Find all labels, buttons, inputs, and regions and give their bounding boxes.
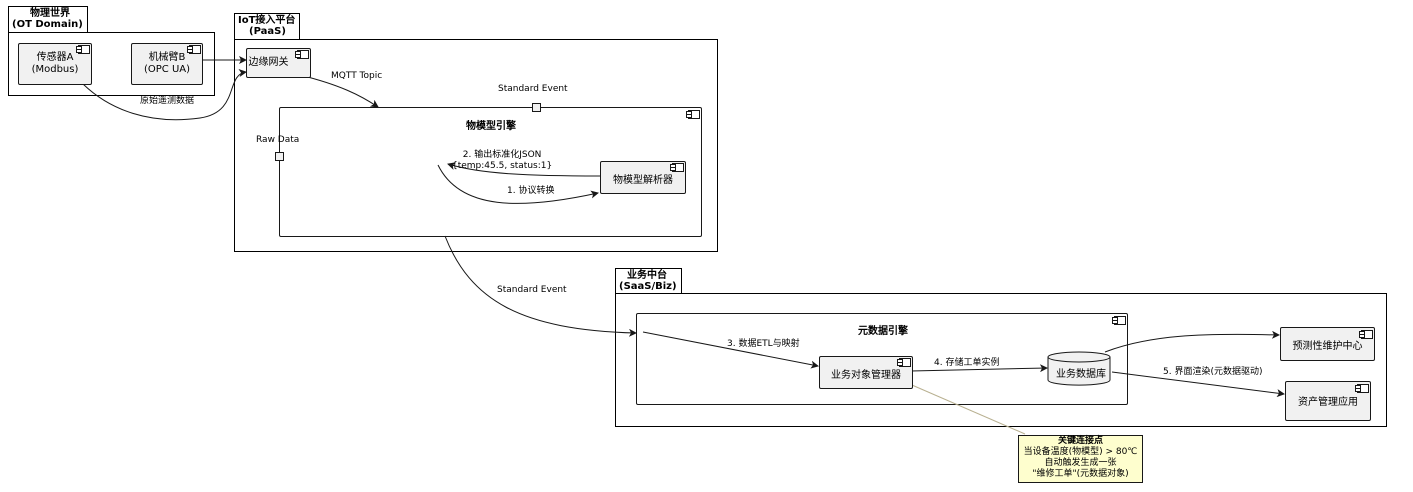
database-label: 业务数据库 (1056, 369, 1106, 380)
component-icon (897, 358, 911, 367)
package-title: IoT接入平台 (238, 15, 296, 26)
package-tab-physical-world: 物理世界 (OT Domain) (8, 6, 88, 32)
component-icon (1359, 330, 1373, 339)
edge-label-output-json: 2. 输出标准化JSON {temp:45.5, status:1} (452, 150, 552, 172)
component-icon (76, 45, 90, 54)
package-tab-iot-platform: IoT接入平台 (PaaS) (234, 13, 301, 39)
package-subtitle: (SaaS/Biz) (619, 281, 677, 292)
edge-output-json (447, 162, 601, 177)
component-icon (1112, 316, 1126, 325)
package-subtitle: (OT Domain) (12, 19, 83, 30)
edge-raw-telemetry (82, 69, 247, 121)
component-label: 物模型解析器 (613, 174, 673, 186)
database-cylinder (1047, 351, 1111, 386)
edge-standard-event (444, 235, 637, 337)
component-icon (670, 163, 684, 172)
edge-label-mqtt: MQTT Topic (331, 71, 383, 81)
edge-label-store: 4. 存储工单实例 (934, 358, 1000, 368)
port-standard-event[interactable] (532, 103, 541, 112)
edge-label-output-json-line1: 2. 输出标准化JSON (462, 150, 542, 160)
component-label: 边缘网关 (248, 57, 289, 68)
edge-render (1111, 371, 1285, 398)
edge-label-output-json-line2: {temp:45.5, status:1} (452, 161, 553, 171)
component-label: 机械臂B (148, 52, 186, 63)
port-raw-data[interactable] (275, 152, 284, 161)
note-line: 自动触发生成一张 (1044, 458, 1117, 468)
edge-store (910, 364, 1048, 373)
package-title: 物理世界 (30, 8, 70, 19)
edge-label-protocol-convert: 1. 协议转换 (507, 186, 555, 196)
edge-label-render: 5. 界面渲染(元数据驱动) (1163, 367, 1263, 377)
component-label: 资产管理应用 (1298, 397, 1358, 408)
note-line: "维修工单"(元数据对象) (1032, 469, 1129, 479)
package-tab-business-platform: 业务中台 (SaaS/Biz) (615, 268, 682, 294)
port-label-raw-data: Raw Data (256, 135, 300, 145)
note-key-connection-point: 关键连接点 当设备温度(物模型) > 80℃ 自动触发生成一张 "维修工单"(元… (1018, 435, 1143, 483)
edge-label-etl: 3. 数据ETL与映射 (727, 339, 800, 349)
component-icon (1355, 384, 1369, 393)
note-connector (904, 381, 1026, 435)
edge-etl (642, 331, 819, 369)
note-line: 当设备温度(物模型) > 80℃ (1023, 447, 1138, 457)
edge-label-raw-telemetry: 原始遥测数据 (140, 96, 195, 106)
package-subtitle: (PaaS) (249, 26, 286, 37)
meta-engine-title: 元数据引擎 (858, 326, 908, 337)
port-label-standard-event: Standard Event (498, 84, 568, 94)
edge-db-predictive (1104, 330, 1280, 353)
component-icon (187, 45, 201, 54)
component-label: 传感器A (36, 52, 74, 63)
edge-label-standard-event: Standard Event (497, 285, 567, 295)
note-title: 关键连接点 (1057, 436, 1103, 446)
component-label: 预测性维护中心 (1292, 341, 1363, 352)
component-label-protocol: (OPC UA) (143, 64, 191, 75)
component-icon (686, 110, 700, 119)
component-icon (295, 50, 309, 59)
package-title: 业务中台 (627, 270, 667, 281)
component-label-protocol: (Modbus) (31, 64, 79, 75)
edge-mqtt (299, 74, 379, 108)
edge-protocol-convert (437, 164, 599, 204)
model-engine-title: 物模型引擎 (466, 121, 516, 132)
component-label: 业务对象管理器 (831, 369, 901, 381)
